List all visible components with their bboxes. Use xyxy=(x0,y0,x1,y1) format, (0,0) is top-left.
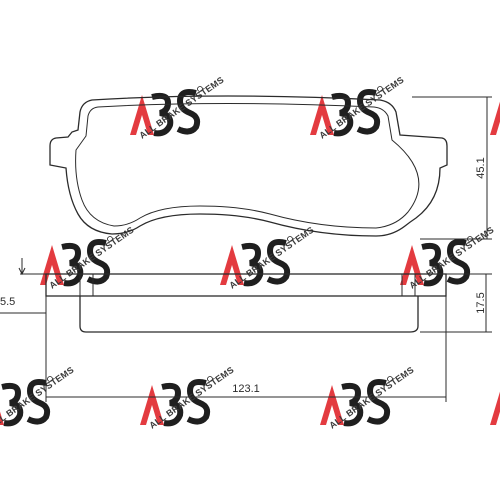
logo-b-mark xyxy=(1,382,24,427)
logo-s-mark xyxy=(186,379,211,425)
thickness-dimension: 17.5 xyxy=(420,273,492,333)
registered-mark-icon xyxy=(107,236,113,242)
brand-logo-watermark: ALL BRAKE SYSTEMS xyxy=(490,365,500,431)
width-label: 123.1 xyxy=(232,383,260,395)
logo-s-mark xyxy=(266,239,291,285)
offset-arrow-head xyxy=(18,267,26,276)
brand-logo-watermark: ALL BRAKE SYSTEMS xyxy=(140,365,236,431)
logo-b-mark xyxy=(421,242,444,287)
pad-outline-outer xyxy=(49,95,448,237)
registered-mark-icon xyxy=(377,86,383,92)
logo-b-mark xyxy=(151,92,174,137)
registered-mark-icon xyxy=(47,376,53,382)
pad-side-view xyxy=(45,273,447,333)
pad-top-view xyxy=(49,95,448,237)
friction-material xyxy=(79,296,419,333)
brand-logo-watermark: ALL BRAKE SYSTEMS xyxy=(40,225,136,291)
brand-logo-watermark: ALL BRAKE SYSTEMS xyxy=(220,225,316,291)
logo-s-mark xyxy=(176,89,201,135)
logo-a-mark xyxy=(490,391,500,425)
registered-mark-icon xyxy=(387,376,393,382)
logo-a-mark xyxy=(490,101,500,135)
logo-b-mark xyxy=(161,382,184,427)
logo-b-mark xyxy=(61,242,84,287)
watermark-layer: ALL BRAKE SYSTEMS ALL BRAKE SYSTEMS ALL BR… xyxy=(0,75,500,431)
brand-logo-watermark: ALL BRAKE SYSTEMS xyxy=(320,365,416,431)
logo-s-mark xyxy=(26,379,51,425)
brand-logo-watermark: ALL BRAKE SYSTEMS xyxy=(400,225,496,291)
offset-dimension: 5.5 xyxy=(0,258,46,314)
logo-b-mark xyxy=(241,242,264,287)
logo-s-mark xyxy=(356,89,381,135)
registered-mark-icon xyxy=(197,86,203,92)
logo-a-mark xyxy=(0,411,4,425)
logo-a-mark xyxy=(140,385,164,425)
logo-s-mark xyxy=(366,379,391,425)
brand-logo-watermark: ALL BRAKE SYSTEMS xyxy=(0,365,76,431)
logo-s-mark xyxy=(86,239,111,285)
offset-label: 5.5 xyxy=(0,296,15,308)
height-label: 45.1 xyxy=(475,157,487,178)
logo-a-mark xyxy=(310,95,334,135)
thickness-label: 17.5 xyxy=(475,292,487,313)
backing-plate xyxy=(45,273,447,297)
logo-a-mark xyxy=(220,245,244,285)
brand-logo-watermark: ALL BRAKE SYSTEMS xyxy=(130,75,226,141)
logo-a-mark xyxy=(130,95,154,135)
registered-mark-icon xyxy=(287,236,293,242)
logo-a-mark xyxy=(400,245,424,285)
brand-logo-watermark: ALL BRAKE SYSTEMS xyxy=(310,75,406,141)
logo-s-mark xyxy=(446,239,471,285)
brand-logo-watermark: ALL BRAKE SYSTEMS xyxy=(490,75,500,141)
height-dimension: 45.1 xyxy=(412,96,492,240)
pad-outline-inner xyxy=(75,103,420,229)
logo-b-mark xyxy=(341,382,364,427)
width-dimension: 123.1 xyxy=(45,296,447,402)
registered-mark-icon xyxy=(207,376,213,382)
logo-a-mark xyxy=(320,385,344,425)
